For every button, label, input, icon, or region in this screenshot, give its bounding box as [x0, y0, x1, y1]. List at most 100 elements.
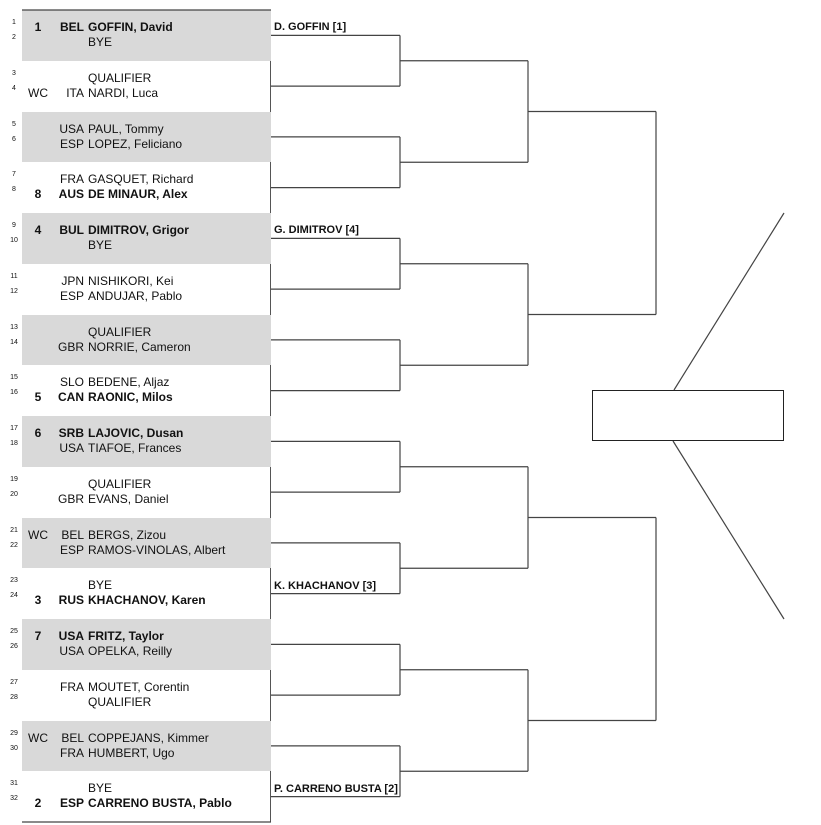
draw-position: 21 [10, 526, 18, 534]
player-row: 26 USA OPELKA, Reilly [0, 643, 271, 659]
country: BUL [59, 223, 84, 237]
player-row: 4 WC ITA NARDI, Luca [0, 84, 271, 101]
draw-position: 5 [12, 120, 16, 128]
seed: WC [28, 527, 48, 542]
draw-position: 25 [10, 628, 18, 635]
player-name: QUALIFIER [88, 476, 152, 491]
player-name: RAMOS-VINOLAS, Albert [88, 542, 226, 557]
country: USA [59, 644, 84, 658]
draw-position: 9 [12, 222, 16, 229]
country: FRA [60, 172, 84, 187]
draw-position: 32 [10, 795, 18, 803]
draw-position: 26 [10, 643, 18, 650]
country: ITA [66, 85, 84, 100]
player-name: BYE [88, 35, 113, 49]
draw-position: 22 [10, 541, 18, 549]
player-row: 28 QUALIFIER [0, 693, 271, 710]
player-name: QUALIFIER [88, 70, 152, 85]
draw-position: 13 [10, 323, 18, 331]
player-name: PAUL, Tommy [88, 121, 164, 136]
draw-position: 29 [10, 729, 18, 737]
player-name: DIMITROV, Grigor [88, 223, 189, 237]
player-name: OPELKA, Reilly [88, 644, 173, 658]
seed: 7 [34, 629, 42, 643]
seed: 3 [34, 593, 42, 608]
country: JPN [61, 273, 84, 288]
seed: 8 [34, 187, 42, 202]
seed: 1 [34, 20, 42, 34]
draw-position: 4 [12, 84, 16, 92]
draw-position: 31 [10, 780, 18, 788]
draw-position: 2 [12, 34, 16, 41]
draw-position: 12 [10, 287, 18, 295]
draw-position: 16 [10, 389, 18, 397]
player-name: LAJOVIC, Dusan [88, 426, 184, 440]
player-name: BERGS, Zizou [88, 527, 167, 542]
player-name: QUALIFIER [88, 694, 152, 709]
player-row: 19 QUALIFIER [0, 475, 271, 492]
player-name: BYE [88, 578, 113, 593]
player-name: NISHIKORI, Kei [88, 273, 174, 288]
seed: WC [28, 85, 48, 100]
second-round-winner: P. CARRENO BUSTA [2] [274, 782, 398, 795]
country: AUS [58, 187, 84, 202]
player-name: LOPEZ, Feliciano [88, 136, 183, 151]
semifinal-diagonal [673, 212, 785, 391]
draw-position: 8 [12, 186, 16, 194]
seed: 2 [34, 796, 42, 811]
draw-position: 18 [10, 440, 18, 447]
player-row: 3 QUALIFIER [0, 69, 271, 86]
semifinal-diagonal [672, 440, 785, 620]
country: SRB [58, 426, 84, 440]
player-name: HUMBERT, Ugo [88, 745, 175, 760]
country: ESP [59, 796, 84, 811]
draw-position: 17 [10, 425, 18, 432]
country: GBR [57, 339, 84, 354]
seed: 5 [34, 390, 42, 405]
seed: WC [28, 730, 48, 745]
draw-position: 28 [10, 693, 18, 701]
player-name: NORRIE, Cameron [88, 339, 191, 354]
player-name: ANDUJAR, Pablo [88, 288, 183, 303]
country: USA [58, 629, 84, 643]
draw-position: 19 [10, 475, 18, 483]
player-name: BEDENE, Aljaz [88, 375, 170, 390]
second-round-winner: G. DIMITROV [4] [274, 224, 359, 237]
player-name: EVANS, Daniel [88, 491, 169, 506]
country: BEL [60, 20, 84, 34]
country: BEL [61, 730, 84, 745]
country: BEL [61, 527, 84, 542]
player-name: BYE [88, 238, 113, 252]
player-name: CARRENO BUSTA, Pablo [88, 796, 232, 811]
player-name: NARDI, Luca [88, 85, 159, 100]
draw-position: 20 [10, 490, 18, 498]
draw-position: 3 [12, 69, 16, 77]
first-round-match: 3 QUALIFIER 4 WC ITA NARDI, Luca [12, 60, 271, 112]
draw-position: 15 [10, 374, 18, 382]
